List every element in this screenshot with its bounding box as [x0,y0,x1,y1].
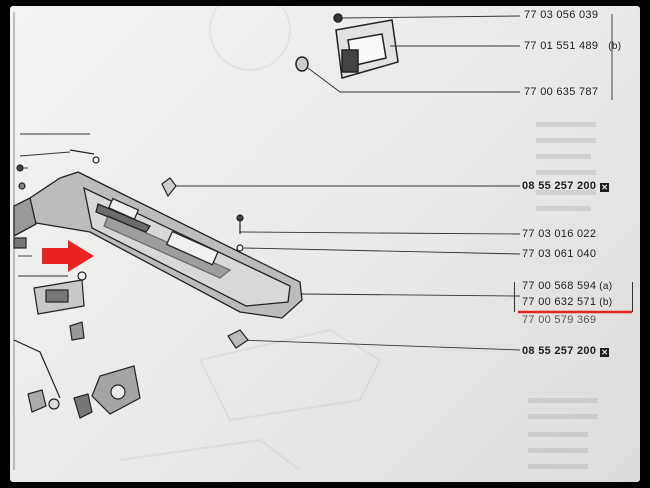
part-number-2: 77 01 551 489 (b) [524,40,621,52]
part-code: 77 03 016 022 [522,228,597,240]
red-arrow-icon [42,240,94,272]
part-number-9: 77 00 579 369 [522,314,596,326]
top-clip [161,177,177,198]
part-code: 77 01 551 489 [524,40,599,52]
part-number-8: 77 00 632 571(b) [522,296,612,308]
bracket-clip-part [295,13,399,79]
part-number-7: 77 00 568 594(a) [522,280,612,292]
part-number-5: 77 03 016 022 [522,228,596,240]
part-code: 08 55 257 200 [522,345,597,357]
part-number-3: 77 00 635 787 [524,86,598,98]
sill-trim-panel [13,171,303,319]
variant-mark: (b) [608,41,622,52]
lower-clip [227,329,249,349]
x-box-icon: ✕ [600,183,610,192]
variant-bracket [514,282,519,312]
part-number-1: 77 03 056 039 [524,9,598,21]
part-number-4: 08 55 257 200✕ [522,180,610,192]
part-code: 77 00 632 571 [522,296,597,308]
part-number-10: 08 55 257 200✕ [522,345,610,357]
part-number-6: 77 03 061 040 [522,248,596,260]
x-box-icon: ✕ [600,348,610,357]
part-code: 77 00 635 787 [524,86,599,98]
part-code: 08 55 257 200 [522,180,597,192]
variant-mark: (a) [599,281,613,292]
part-code: 77 00 579 369 [522,314,597,326]
variant-bracket [628,282,633,312]
part-code: 77 00 568 594 [522,280,597,292]
part-code: 77 03 061 040 [522,248,597,260]
variant-mark: (b) [599,297,613,308]
part-code: 77 03 056 039 [524,9,599,21]
